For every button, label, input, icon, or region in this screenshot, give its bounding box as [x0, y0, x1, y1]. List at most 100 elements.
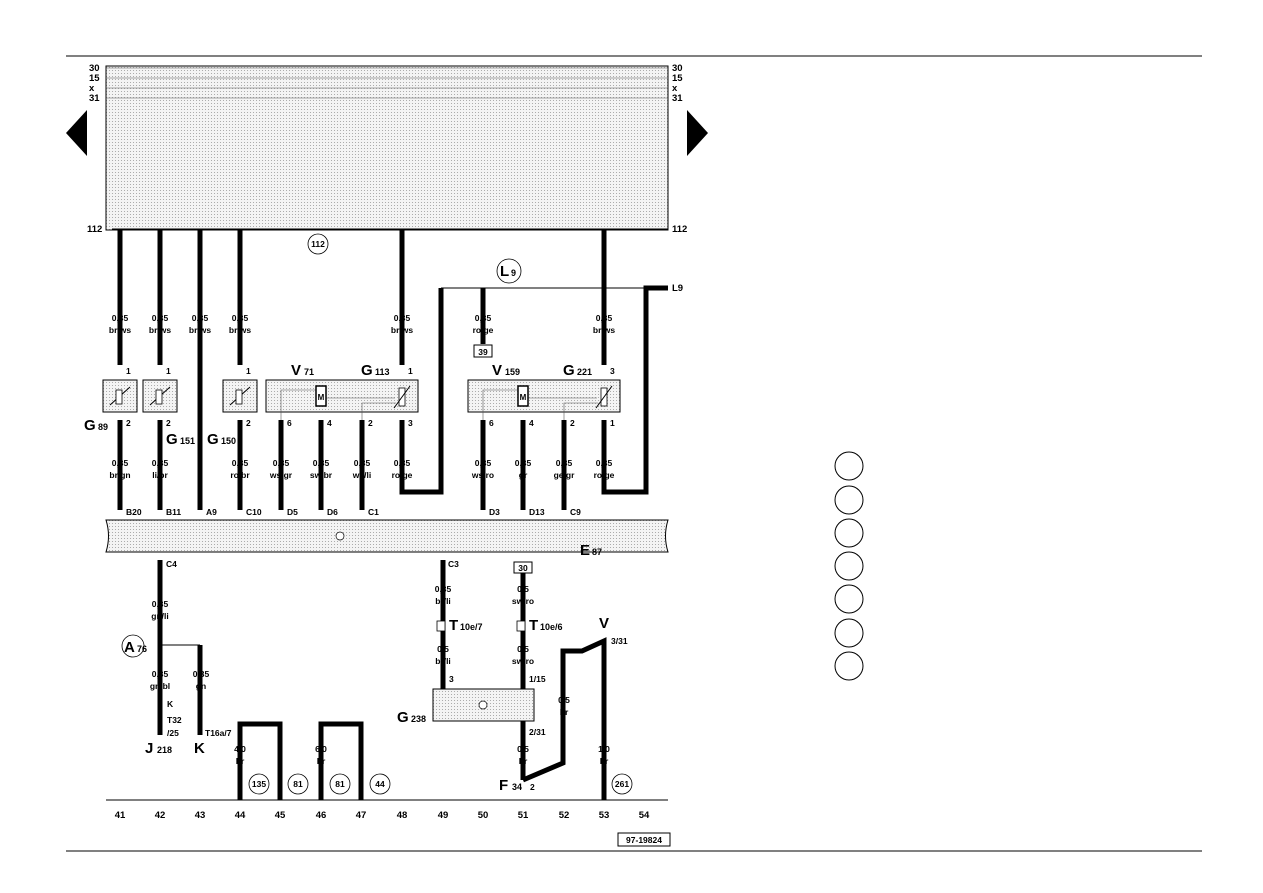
fuse-39-label: 39 — [478, 347, 488, 357]
rail-label-30-left: 30 — [89, 63, 100, 74]
svg-text:0,35: 0,35 — [112, 313, 129, 323]
g150-label: G — [207, 431, 219, 448]
lower-labels: C4 0,35 gn/li 0,35 gn/bl 0,35 gn K T32 /… — [145, 559, 628, 794]
legend-circles — [834, 451, 864, 681]
column-numbers: 41 42 43 44 45 46 47 48 49 50 51 52 53 5… — [115, 810, 650, 821]
svg-text:sw/ro: sw/ro — [512, 656, 534, 666]
motor-v159-g221: M — [467, 379, 621, 420]
top-wires — [117, 229, 668, 510]
legend-circle-1 — [834, 451, 864, 481]
svg-text:0,35: 0,35 — [313, 458, 330, 468]
triangle-right-icon[interactable] — [687, 110, 708, 156]
svg-text:50: 50 — [478, 810, 489, 821]
svg-text:0,35: 0,35 — [354, 458, 371, 468]
svg-text:1: 1 — [408, 366, 413, 376]
ref-l9-sub: 9 — [511, 268, 516, 278]
svg-text:0,35: 0,35 — [152, 458, 169, 468]
sensor-g150 — [222, 379, 258, 413]
f34-label: F — [499, 777, 508, 794]
svg-text:0,35: 0,35 — [192, 313, 209, 323]
svg-text:1: 1 — [126, 366, 131, 376]
svg-text:gn: gn — [196, 681, 206, 691]
svg-text:3/31: 3/31 — [611, 636, 628, 646]
svg-text:A9: A9 — [206, 507, 217, 517]
svg-text:br: br — [236, 756, 245, 766]
svg-text:89: 89 — [98, 422, 108, 432]
svg-text:6: 6 — [489, 418, 494, 428]
svg-text:1: 1 — [246, 366, 251, 376]
fuse-39-box — [473, 344, 493, 358]
svg-text:br/ws: br/ws — [189, 325, 211, 335]
svg-text:1/15: 1/15 — [529, 674, 546, 684]
svg-text:2: 2 — [368, 418, 373, 428]
svg-text:ge/gr: ge/gr — [554, 470, 575, 480]
fuse-30-box — [513, 561, 533, 574]
svg-text:br: br — [519, 756, 528, 766]
svg-text:52: 52 — [559, 810, 570, 821]
svg-text:0,35: 0,35 — [152, 313, 169, 323]
ref-l9-main: L — [500, 263, 509, 280]
svg-text:B11: B11 — [166, 507, 181, 517]
rail-label-15-left: 15 — [89, 73, 100, 84]
v71-label: V — [291, 362, 301, 379]
svg-text:41: 41 — [115, 810, 126, 821]
svg-text:2: 2 — [246, 418, 251, 428]
bus-112-label-left: 112 — [87, 224, 102, 235]
motor-v71-g113: M — [265, 379, 419, 420]
svg-text:ws/li: ws/li — [352, 470, 371, 480]
legend-circle-4 — [834, 551, 864, 581]
t10e7-label: T — [449, 617, 458, 634]
svg-text:1: 1 — [610, 418, 615, 428]
svg-text:1: 1 — [166, 366, 171, 376]
svg-text:44: 44 — [375, 779, 385, 789]
svg-text:li/br: li/br — [152, 470, 168, 480]
svg-text:C4: C4 — [166, 559, 177, 569]
svg-text:ro/ge: ro/ge — [594, 470, 615, 480]
rail-label-31-left: 31 — [89, 93, 100, 104]
svg-text:45: 45 — [275, 810, 286, 821]
k-label: K — [194, 740, 205, 757]
rail-label-x-right: x — [672, 83, 678, 94]
svg-text:135: 135 — [252, 779, 266, 789]
svg-text:0,35: 0,35 — [232, 313, 249, 323]
svg-text:2: 2 — [166, 418, 171, 428]
sensor-g151 — [142, 379, 178, 413]
svg-text:238: 238 — [411, 714, 426, 724]
legend-circle-5 — [834, 584, 864, 614]
drawing-number: 97-19824 — [626, 835, 662, 845]
svg-text:221: 221 — [577, 367, 592, 377]
svg-text:81: 81 — [335, 779, 345, 789]
g113-label: G — [361, 362, 373, 379]
svg-text:6: 6 — [287, 418, 292, 428]
g151-label: G — [166, 431, 178, 448]
svg-text:0,35: 0,35 — [394, 313, 411, 323]
mid-wires — [117, 420, 567, 510]
triangle-left-icon[interactable] — [66, 110, 87, 156]
svg-text:0,5: 0,5 — [517, 584, 529, 594]
svg-text:ro/br: ro/br — [230, 470, 250, 480]
svg-text:2: 2 — [570, 418, 575, 428]
rail-area — [105, 65, 669, 231]
mid-wire-labels: 0,35 br/gn 0,35 li/br 0,35 ro/br 0,35 ws… — [109, 458, 614, 480]
svg-text:2: 2 — [530, 782, 535, 792]
svg-text:150: 150 — [221, 436, 236, 446]
svg-text:3: 3 — [408, 418, 413, 428]
svg-text:0,35: 0,35 — [232, 458, 249, 468]
svg-text:2: 2 — [126, 418, 131, 428]
svg-text:46: 46 — [316, 810, 327, 821]
svg-text:87: 87 — [592, 547, 602, 557]
svg-text:113: 113 — [375, 367, 390, 377]
lower-wires — [157, 560, 607, 800]
svg-text:0,35: 0,35 — [475, 458, 492, 468]
svg-text:53: 53 — [599, 810, 610, 821]
svg-text:47: 47 — [356, 810, 367, 821]
svg-text:3: 3 — [610, 366, 615, 376]
e87-connector-labels: B20 B11 A9 C10 D5 D6 C1 D3 D13 C9 — [126, 507, 581, 517]
svg-text:sw/br: sw/br — [310, 470, 333, 480]
svg-text:10e/6: 10e/6 — [540, 622, 563, 632]
top-wire-labels: 0,35 br/ws 0,35 br/ws 0,35 br/ws 0,35 br… — [109, 313, 615, 335]
svg-text:71: 71 — [304, 367, 314, 377]
svg-text:/25: /25 — [167, 728, 179, 738]
svg-text:0,5: 0,5 — [437, 644, 449, 654]
